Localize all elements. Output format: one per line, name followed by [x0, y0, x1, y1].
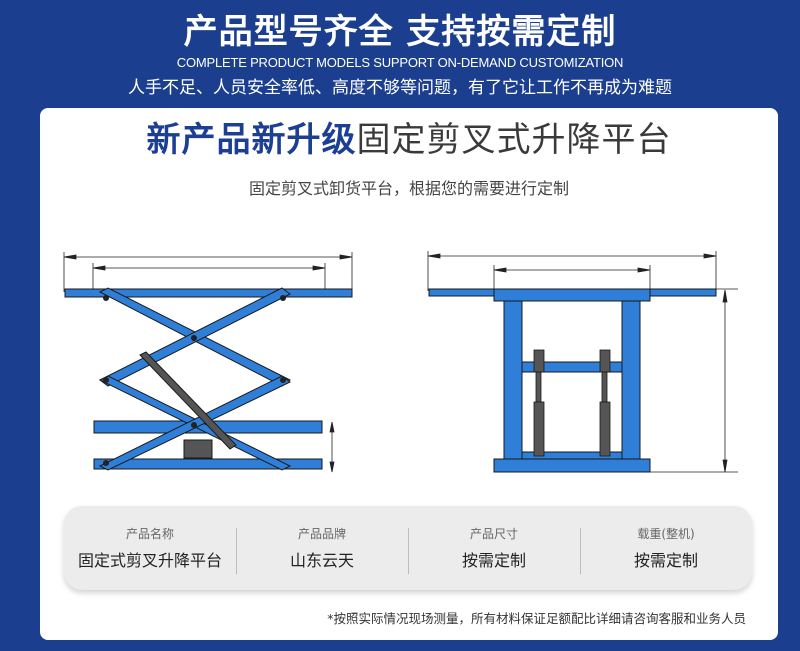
spec-value: 固定式剪叉升降平台 — [77, 551, 222, 570]
header-title: 产品型号齐全 支持按需定制 — [183, 12, 617, 52]
spec-label: 产品名称 — [125, 527, 174, 541]
side-view-diagram — [63, 252, 353, 473]
footnote: *按照实际情况现场测量，所有材料保证足额配比详细请咨询客服和业务人员 — [327, 611, 746, 626]
header-subtitle-en: COMPLETE PRODUCT MODELS SUPPORT ON-DEMAN… — [176, 55, 624, 70]
spec-label: 产品品牌 — [297, 527, 346, 541]
spec-value: 按需定制 — [633, 551, 698, 570]
spec-value: 山东云天 — [289, 551, 354, 570]
card-title: 新产品新升级固定剪叉式升降平台 — [40, 118, 778, 162]
spec-label: 载重(整机) — [637, 527, 695, 541]
card-title-rest: 固定剪叉式升降平台 — [356, 120, 672, 160]
spec-product-name: 产品名称 固定式剪叉升降平台 — [64, 506, 236, 590]
product-card: 新产品新升级固定剪叉式升降平台 固定剪叉式卸货平台，根据您的需要进行定制 — [40, 108, 778, 640]
spec-panel: 产品名称 固定式剪叉升降平台 产品品牌 山东云天 产品尺寸 按需定制 载重(整机… — [64, 506, 752, 590]
spec-value: 按需定制 — [461, 551, 526, 570]
header-tagline: 人手不足、人员安全率低、高度不够等问题，有了它让工作不再成为难题 — [128, 78, 672, 98]
front-view-diagram — [427, 251, 738, 473]
spec-product-brand: 产品品牌 山东云天 — [236, 506, 408, 590]
spec-product-size: 产品尺寸 按需定制 — [408, 506, 580, 590]
card-title-highlight: 新产品新升级 — [146, 120, 357, 160]
spec-label: 产品尺寸 — [469, 527, 518, 541]
spec-load-capacity: 载重(整机) 按需定制 — [580, 506, 752, 590]
card-subtitle: 固定剪叉式卸货平台，根据您的需要进行定制 — [248, 179, 569, 198]
